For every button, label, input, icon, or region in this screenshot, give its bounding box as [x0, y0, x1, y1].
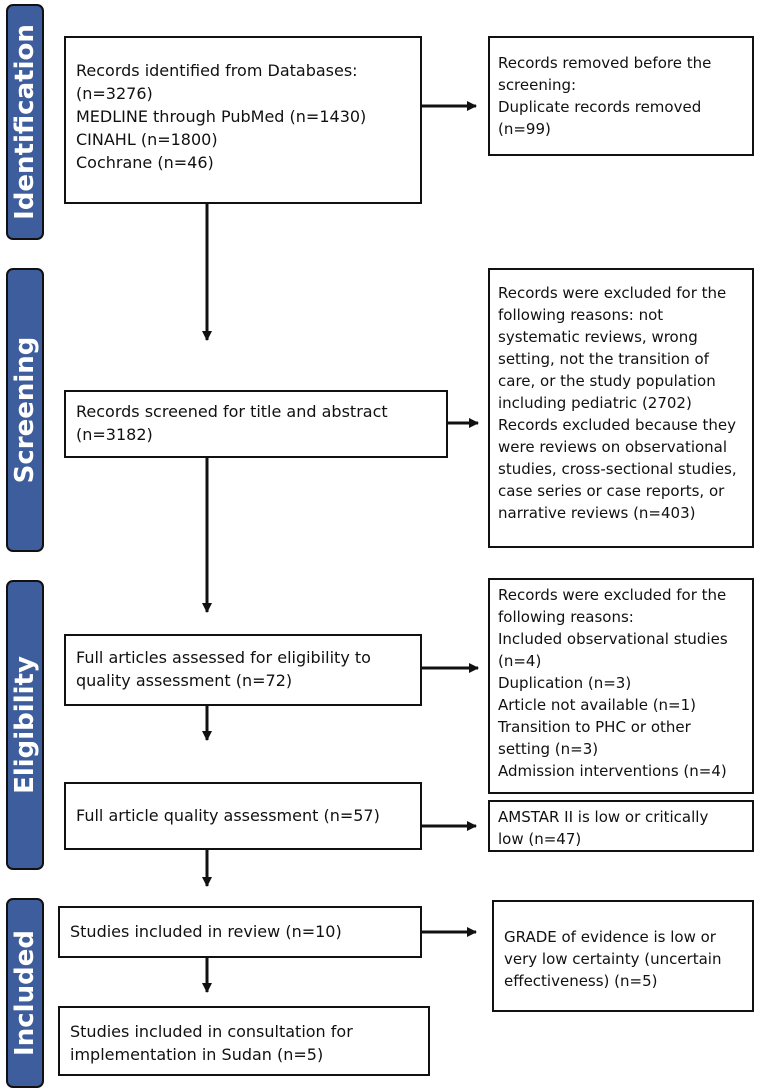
box-line: Records identified from Databases: — [76, 61, 358, 80]
amstar-box: AMSTAR II is low or critically low (n=47… — [488, 800, 754, 852]
box-line: Transition to PHC or other — [498, 718, 691, 736]
box-line: Studies included in review (n=10) — [70, 922, 342, 941]
box-line: systematic reviews, wrong — [498, 328, 698, 346]
box-line: Studies included in consultation for — [70, 1022, 353, 1041]
box-line: Records screened for title and abstract — [76, 402, 388, 421]
box-line: Full articles assessed for eligibility t… — [76, 648, 371, 667]
consultation-box: Studies included in consultation for imp… — [58, 1006, 430, 1076]
box-line: very low certainty (uncertain — [504, 950, 722, 968]
eligibility-excluded-box: Records were excluded for the following … — [488, 578, 754, 794]
stage-screening: Screening — [6, 268, 44, 552]
box-line: narrative reviews (n=403) — [498, 504, 696, 522]
box-line: setting, not the transition of — [498, 350, 709, 368]
records-identified-box: Records identified from Databases: (n=32… — [64, 36, 422, 204]
box-line: studies, cross-sectional studies, — [498, 460, 737, 478]
records-screened-box: Records screened for title and abstract … — [64, 390, 448, 458]
box-line: Included observational studies — [498, 630, 728, 648]
stage-included: Included — [6, 898, 44, 1088]
box-line: Records excluded because they — [498, 416, 736, 434]
box-line: CINAHL (n=1800) — [76, 130, 218, 149]
box-line: were reviews on observational — [498, 438, 728, 456]
box-line: Full article quality assessment (n=57) — [76, 806, 380, 825]
box-line: low (n=47) — [498, 830, 582, 848]
box-line: Records removed before the — [498, 54, 712, 72]
box-line: (n=3276) — [76, 84, 153, 103]
grade-box: GRADE of evidence is low or very low cer… — [492, 900, 754, 1012]
box-line: Duplication (n=3) — [498, 674, 632, 692]
box-line: GRADE of evidence is low or — [504, 928, 716, 946]
box-line: AMSTAR II is low or critically — [498, 808, 709, 826]
box-line: (n=99) — [498, 120, 551, 138]
quality-assessment-box: Full article quality assessment (n=57) — [64, 782, 422, 850]
box-line: Duplicate records removed — [498, 98, 702, 116]
included-review-box: Studies included in review (n=10) — [58, 906, 422, 958]
box-line: screening: — [498, 76, 577, 94]
box-line: care, or the study population — [498, 372, 716, 390]
box-line: case series or case reports, or — [498, 482, 725, 500]
box-line: setting (n=3) — [498, 740, 599, 758]
box-line: Cochrane (n=46) — [76, 153, 214, 172]
removed-before-screening-box: Records removed before the screening: Du… — [488, 36, 754, 156]
box-line: (n=4) — [498, 652, 542, 670]
box-line: following reasons: not — [498, 306, 664, 324]
box-line: Records were excluded for the — [498, 284, 727, 302]
box-line: implementation in Sudan (n=5) — [70, 1045, 324, 1064]
full-articles-box: Full articles assessed for eligibility t… — [64, 634, 422, 706]
box-line: Records were excluded for the — [498, 586, 727, 604]
stage-identification: Identification — [6, 4, 44, 240]
box-line: following reasons: — [498, 608, 634, 626]
box-line: quality assessment (n=72) — [76, 671, 293, 690]
stage-eligibility: Eligibility — [6, 580, 44, 870]
box-line: Article not available (n=1) — [498, 696, 697, 714]
box-line: effectiveness) (n=5) — [504, 972, 658, 990]
box-line: Admission interventions (n=4) — [498, 762, 727, 780]
box-line: (n=3182) — [76, 425, 153, 444]
box-line: including pediatric (2702) — [498, 394, 692, 412]
screening-excluded-box: Records were excluded for the following … — [488, 268, 754, 548]
box-line: MEDLINE through PubMed (n=1430) — [76, 107, 367, 126]
